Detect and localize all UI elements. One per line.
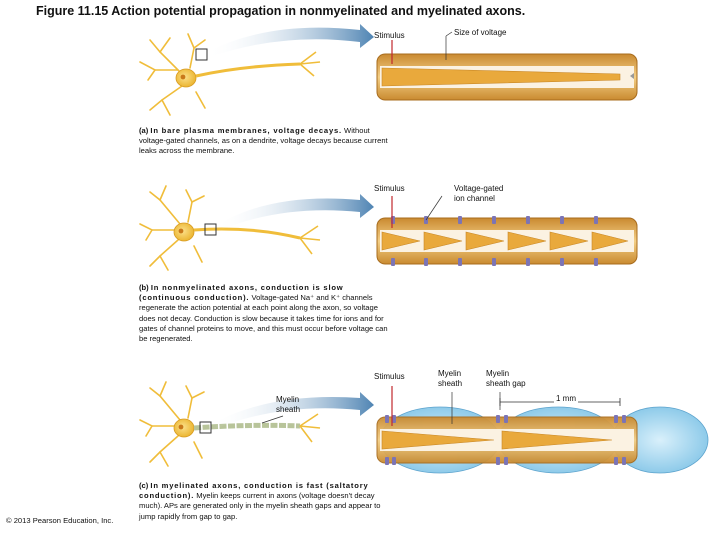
stimulus-label-a: Stimulus <box>374 31 405 40</box>
channel-leader-line <box>425 195 443 221</box>
caption-a: (a) In bare plasma membranes, voltage de… <box>139 126 389 157</box>
caption-c-body: Myelin keeps current in axons (voltage d… <box>139 491 381 521</box>
voltage-gated-label-line1: Voltage-gated <box>454 184 504 193</box>
caption-b-letter: (b) <box>139 283 149 292</box>
caption-a-letter: (a) <box>139 126 149 135</box>
caption-b-heading: In nonmyelinated axons, conduction is sl… <box>139 283 344 303</box>
copyright-notice: © 2013 Pearson Education, Inc. <box>6 516 114 525</box>
neuron-myelin-label-line1: Myelin <box>276 395 300 404</box>
size-of-voltage-label: Size of voltage <box>454 28 507 37</box>
magnify-arrow-a <box>207 24 374 58</box>
neuron-illustration-b <box>139 185 321 271</box>
neuron-illustration-a <box>139 33 321 116</box>
scale-label: 1 mm <box>554 394 578 403</box>
caption-b: (b) In nonmyelinated axons, conduction i… <box>139 283 389 344</box>
caption-a-body: Without voltage-gated channels, as on a … <box>139 126 388 156</box>
caption-c-letter: (c) <box>139 481 149 490</box>
caption-b-body: Voltage-gated Na⁺ and K⁺ channels regene… <box>139 293 388 344</box>
sheath-gap-label-line2: sheath gap <box>486 379 526 388</box>
axon-tube-a <box>376 53 638 101</box>
myelin-sheath-label-line1: Myelin <box>438 369 462 378</box>
caption-a-heading: In bare plasma membranes, voltage decays… <box>150 126 342 135</box>
figure-title: Figure 11.15 Action potential propagatio… <box>36 4 526 18</box>
magnify-arrow-c <box>212 392 374 430</box>
magnify-arrow-b <box>216 194 374 232</box>
stimulus-label-b: Stimulus <box>374 184 405 193</box>
sheath-gap-label-line1: Myelin <box>486 369 510 378</box>
caption-c: (c) In myelinated axons, conduction is f… <box>139 481 389 522</box>
axon-tube-b <box>376 216 638 266</box>
axon-tube-c <box>376 406 709 474</box>
caption-c-heading: In myelinated axons, conduction is fast … <box>139 481 369 501</box>
voltage-gated-label-line2: ion channel <box>454 194 495 203</box>
myelin-sheath-label-line2: sheath <box>438 379 463 388</box>
neuron-myelin-label-line2: sheath <box>276 405 301 414</box>
stimulus-label-c: Stimulus <box>374 372 405 381</box>
neuron-illustration-c <box>139 381 321 467</box>
